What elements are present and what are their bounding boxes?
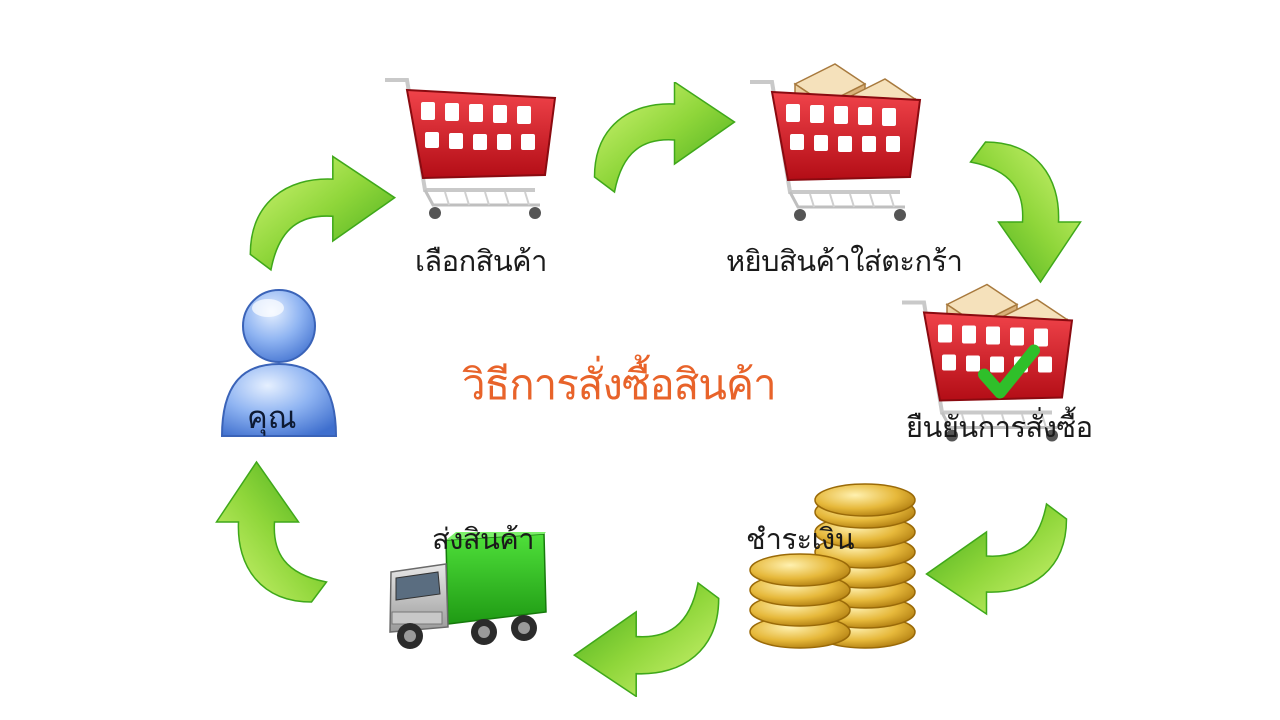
user-icon (220, 289, 338, 437)
arrow-icon-confirm-to-pay (925, 503, 1068, 615)
arrow-icon-ship-to-user (215, 461, 328, 603)
step-label-add-to-cart: หยิบสินค้าใส่ตะกร้า (726, 244, 963, 278)
step-label-shipping: ส่งสินค้า (432, 522, 535, 556)
arrow-icon-user-to-cart (249, 155, 396, 271)
arrow-icon-add-to-confirm (969, 141, 1082, 283)
arrow-icon-pay-to-ship (573, 582, 720, 697)
coins-icon (749, 483, 916, 649)
step-label-choose-product: เลือกสินค้า (415, 244, 547, 278)
step-label-confirm-order: ยืนยันการสั่งซื้อ (906, 410, 1093, 444)
step-label-payment: ชำระเงิน (746, 522, 855, 556)
filled-cart-icon (750, 63, 921, 222)
cart-check-icon (902, 283, 1073, 444)
diagram-title: วิธีการสั่งซื้อสินค้า (462, 360, 777, 409)
empty-cart-icon (385, 78, 556, 221)
truck-icon (389, 532, 547, 649)
step-label-you: คุณ (247, 400, 297, 436)
arrow-icon-select-to-add (593, 82, 736, 193)
